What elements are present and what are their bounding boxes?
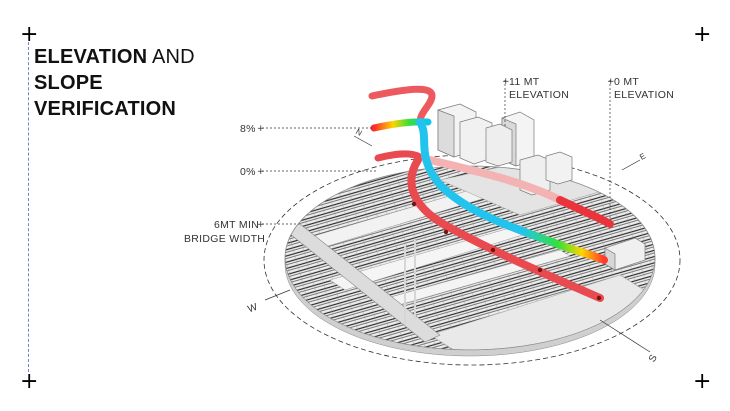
corner-mark-bottom-right: + bbox=[693, 369, 712, 394]
elevation-0-label-line2: ELEVATION bbox=[614, 89, 675, 101]
corner-mark-bottom-left: + bbox=[20, 369, 39, 394]
route-upper-ramp bbox=[368, 85, 436, 126]
svg-text:+: + bbox=[257, 124, 265, 134]
compass-axes bbox=[264, 135, 651, 353]
slope-8-label: 8% bbox=[240, 123, 256, 135]
route-nodes bbox=[411, 201, 602, 301]
route-lower-red bbox=[407, 156, 604, 302]
title-word-and: AND bbox=[151, 46, 195, 68]
site-boundary-ring bbox=[263, 154, 681, 366]
bridge-width-label-line2: BRIDGE WIDTH bbox=[184, 233, 266, 245]
title-word-verification: VERIFICATION bbox=[34, 98, 177, 120]
elevation-0-label-line1: 0 MT bbox=[614, 76, 640, 88]
route-slope-0-spur bbox=[374, 150, 422, 162]
corner-mark-top-left: + bbox=[20, 22, 39, 47]
elevation-11-label-line2: ELEVATION bbox=[509, 89, 570, 101]
elevation-11-label-line1: 11 MT bbox=[509, 76, 540, 88]
svg-text:+: + bbox=[257, 167, 265, 177]
page-title: ELEVATION AND SLOPE VERIFICATION bbox=[34, 44, 195, 122]
svg-text:+: + bbox=[502, 77, 510, 87]
title-word-elevation: ELEVATION bbox=[34, 46, 148, 68]
leader-lines bbox=[262, 80, 611, 225]
margin-guide-line bbox=[28, 42, 29, 372]
slope-0-label: 0% bbox=[240, 166, 256, 178]
svg-text:+: + bbox=[607, 77, 615, 87]
bridge-width-label-line1: 6MT MIN bbox=[214, 219, 260, 231]
route-main-cyan bbox=[416, 118, 608, 264]
corner-mark-top-right: + bbox=[693, 22, 712, 47]
svg-text:+: + bbox=[257, 220, 265, 230]
title-word-slope: SLOPE bbox=[34, 72, 103, 94]
